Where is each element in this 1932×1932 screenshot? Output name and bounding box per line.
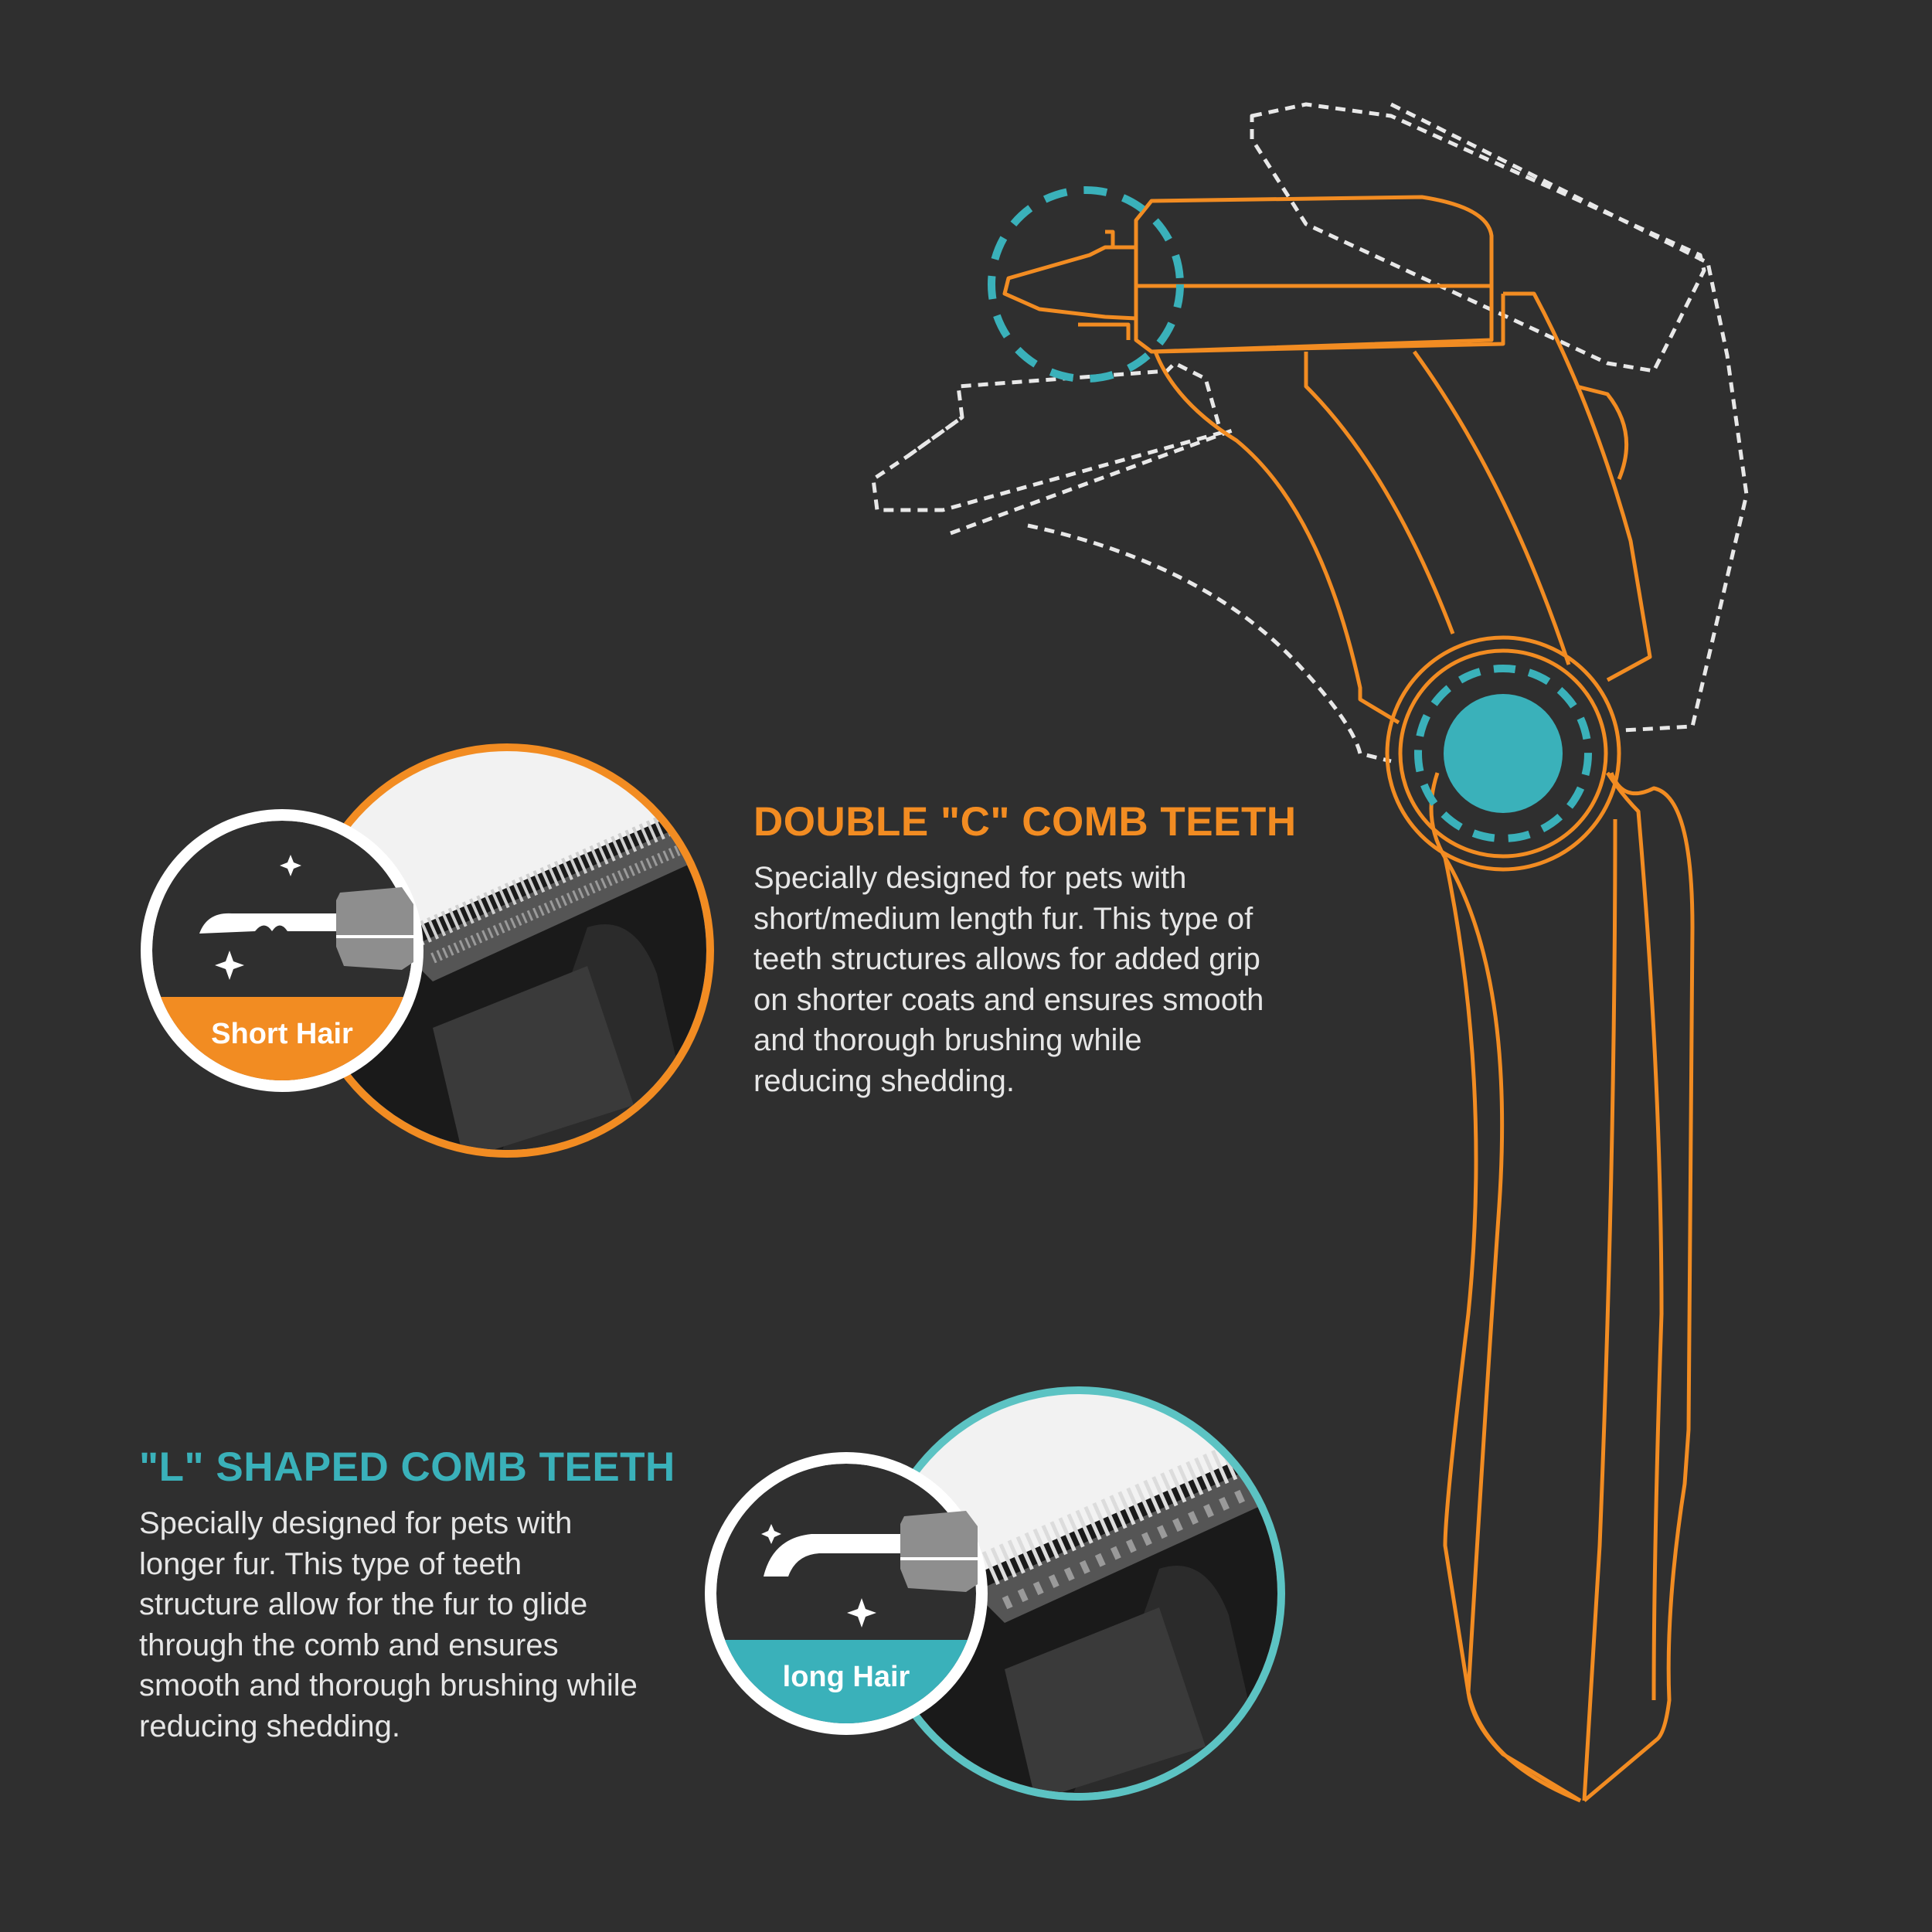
long-hair-feature-description: Specially designed for pets with longer … bbox=[139, 1506, 638, 1743]
long-hair-feature-title: "L" SHAPED COMB TEETH bbox=[139, 1444, 675, 1490]
pivot-dashed-ring bbox=[1414, 665, 1592, 842]
short-hair-badge-label: Short Hair bbox=[211, 1018, 353, 1050]
l-shaped-teeth-icon bbox=[761, 1511, 978, 1628]
double-c-teeth-icon bbox=[199, 855, 413, 980]
long-hair-badge-label: long Hair bbox=[783, 1661, 910, 1693]
pivot-button bbox=[1444, 694, 1563, 813]
brush-body-outline bbox=[1002, 195, 1695, 1803]
nozzle-highlight-ring bbox=[988, 186, 1184, 383]
short-hair-feature-title: DOUBLE "C" COMB TEETH bbox=[753, 799, 1297, 845]
short-hair-feature-description: Specially designed for pets with short/m… bbox=[753, 861, 1264, 1098]
